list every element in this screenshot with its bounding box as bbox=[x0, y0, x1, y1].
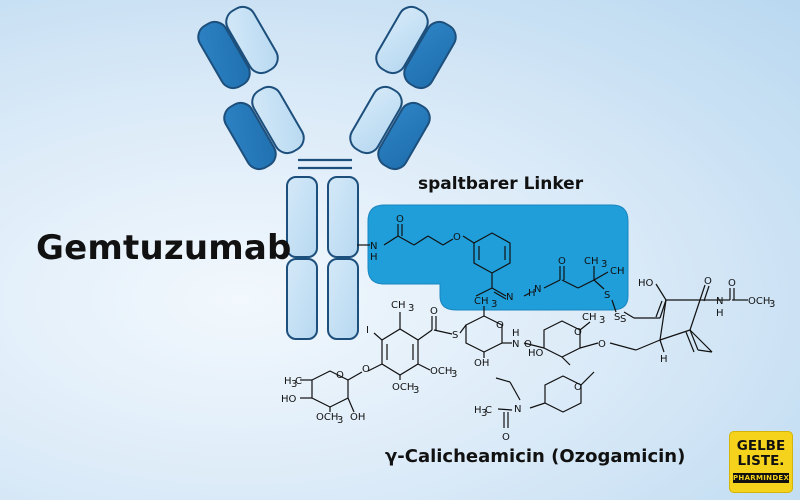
atom-label: O bbox=[430, 306, 438, 317]
atom-label: N bbox=[512, 339, 519, 350]
payload-label: γ-Calicheamicin (Ozogamicin) bbox=[385, 446, 686, 467]
atom-label: 3 bbox=[451, 369, 457, 380]
linker-structure bbox=[357, 224, 617, 313]
atom-label: O bbox=[574, 327, 582, 338]
gelbe-liste-logo[interactable]: GELBE LISTE. PHARMINDEX bbox=[729, 431, 793, 493]
antibody-name: Gemtuzumab bbox=[36, 228, 292, 268]
atom-label: 3 bbox=[481, 408, 487, 419]
atom-label: H bbox=[370, 252, 378, 263]
linker-highlight bbox=[367, 204, 629, 311]
atom-label: N bbox=[534, 284, 541, 295]
atom-label: O bbox=[524, 339, 532, 350]
atom-label: S bbox=[614, 312, 620, 323]
atom-label: H bbox=[284, 376, 292, 387]
atom-label: OH bbox=[474, 358, 489, 369]
atom-label: 3 bbox=[408, 303, 414, 314]
atom-label: 3 bbox=[291, 379, 297, 390]
atom-label: HO bbox=[638, 278, 654, 289]
atom-label: 3 bbox=[599, 315, 605, 326]
atom-label: HO bbox=[528, 348, 544, 359]
atom-label: 3 bbox=[491, 299, 497, 310]
atom-label: 3 bbox=[769, 299, 775, 310]
atom-label: 3 bbox=[337, 415, 343, 426]
atom-label: H bbox=[716, 308, 724, 319]
antibody-right-arm bbox=[349, 5, 457, 171]
antibody-hinge bbox=[298, 158, 352, 170]
atom-label: N bbox=[370, 241, 377, 252]
atom-label: N bbox=[716, 296, 723, 307]
atom-label: O bbox=[453, 232, 461, 243]
atom-labels: N H O O N H N O CH 3 CH S S CH 3 I O S O… bbox=[281, 214, 775, 443]
atom-label: CH bbox=[584, 256, 599, 267]
atom-label: N bbox=[506, 292, 513, 303]
atom-label: O bbox=[362, 364, 370, 375]
linker-label: spaltbarer Linker bbox=[418, 174, 584, 194]
atom-label: O bbox=[728, 278, 736, 289]
atom-label: CH bbox=[582, 312, 597, 323]
atom-label: S bbox=[604, 290, 610, 301]
atom-label: O bbox=[574, 382, 582, 393]
atom-label: H bbox=[660, 354, 668, 365]
atom-label: C bbox=[295, 376, 302, 387]
logo-line-3: PHARMINDEX bbox=[733, 473, 790, 483]
antibody-left-arm bbox=[197, 5, 305, 171]
atom-label: H bbox=[528, 288, 536, 299]
atom-label: O bbox=[558, 256, 566, 267]
atom-label: S bbox=[452, 330, 458, 341]
atom-label: C bbox=[485, 405, 492, 416]
atom-label: O bbox=[336, 370, 344, 381]
atom-label: 3 bbox=[413, 385, 419, 396]
atom-label: O bbox=[598, 339, 606, 350]
atom-label: H bbox=[512, 328, 520, 339]
atom-label: O bbox=[396, 214, 404, 225]
atom-label: OH bbox=[350, 412, 365, 423]
atom-label: O bbox=[502, 432, 510, 443]
antibody bbox=[197, 5, 457, 340]
atom-label: OCH bbox=[748, 296, 770, 307]
atom-label: 3 bbox=[601, 259, 607, 270]
atom-label: CH bbox=[610, 266, 625, 277]
atom-label: H bbox=[474, 405, 482, 416]
logo-line-1: GELBE bbox=[736, 438, 786, 454]
atom-label: HO bbox=[281, 394, 297, 405]
atom-label: OCH bbox=[430, 366, 452, 377]
atom-label: S bbox=[620, 314, 626, 325]
logo-line-2: LISTE. bbox=[737, 453, 785, 469]
antibody-fc-region bbox=[286, 176, 359, 340]
atom-label: OCH bbox=[316, 412, 338, 423]
calicheamicin-structure bbox=[300, 283, 748, 428]
atom-label: OCH bbox=[392, 382, 414, 393]
atom-label: CH bbox=[391, 300, 406, 311]
atom-label: I bbox=[366, 325, 369, 336]
atom-label: O bbox=[704, 276, 712, 287]
atom-label: O bbox=[496, 320, 504, 331]
atom-label: N bbox=[514, 404, 521, 415]
atom-label: CH bbox=[474, 296, 489, 307]
